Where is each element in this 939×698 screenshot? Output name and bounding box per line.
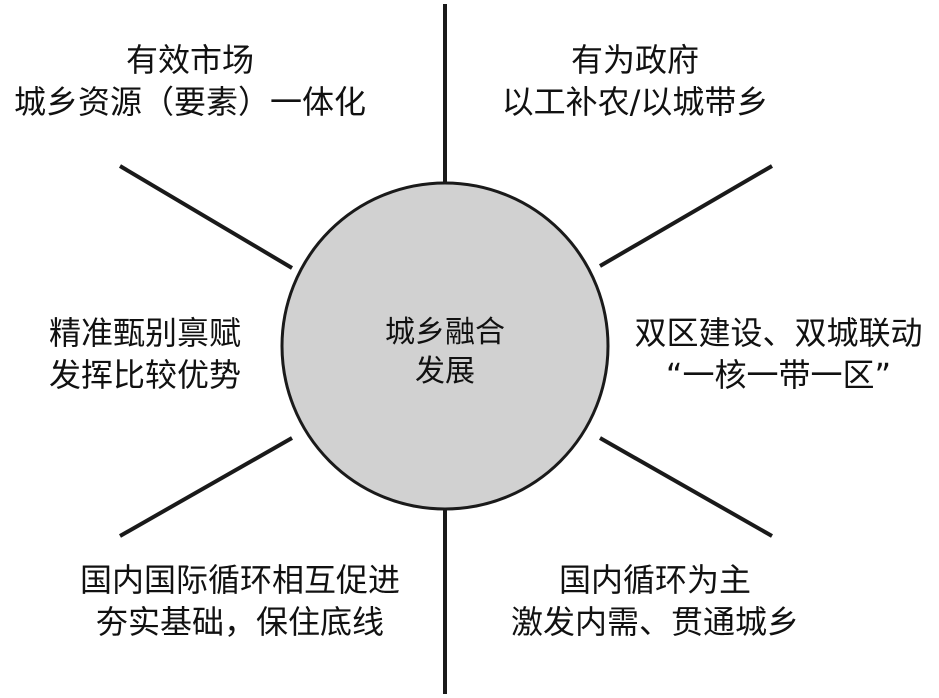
center-circle: [280, 181, 610, 511]
center-label-line2: 发展: [415, 354, 475, 389]
top-right-label-line2: 以工补农/以城带乡: [501, 82, 769, 121]
bottom-right-label-line1: 国内循环为主: [558, 561, 751, 599]
bottom-right-label-line2: 激发内需、贯通城乡: [510, 602, 799, 641]
bottom-right-label: 国内循环为主 激发内需、贯通城乡: [445, 560, 865, 643]
middle-right-label-line1: 双区建设、双城联动: [634, 314, 923, 352]
middle-left-label-line1: 精准甄别禀赋: [48, 314, 241, 352]
spoke-lower-right: [599, 436, 773, 538]
top-left-label-line1: 有效市场: [125, 41, 254, 79]
bottom-left-label-line1: 国内国际循环相互促进: [79, 561, 400, 599]
bottom-left-label: 国内国际循环相互促进 夯实基础，保住底线: [50, 560, 430, 643]
top-right-label: 有为政府 以工补农/以城带乡: [445, 40, 825, 123]
spoke-upper-left: [118, 164, 294, 270]
spoke-upper-right: [598, 164, 774, 268]
top-right-label-line1: 有为政府: [570, 41, 699, 79]
middle-left-label: 精准甄别禀赋 发挥比较优势: [0, 313, 290, 396]
middle-right-label: 双区建设、双城联动 “一核一带一区”: [618, 313, 939, 396]
middle-left-label-line2: 发挥比较优势: [48, 355, 241, 394]
center-label: 城乡融合 发展: [330, 313, 560, 391]
top-left-label-line2: 城乡资源（要素）一体化: [13, 82, 366, 121]
spoke-lower-left: [119, 436, 293, 538]
bottom-left-label-line2: 夯实基础，保住底线: [95, 602, 384, 641]
center-label-line1: 城乡融合: [385, 315, 505, 350]
top-left-label: 有效市场 城乡资源（要素）一体化: [0, 40, 380, 123]
middle-right-label-line2: “一核一带一区”: [665, 355, 892, 394]
